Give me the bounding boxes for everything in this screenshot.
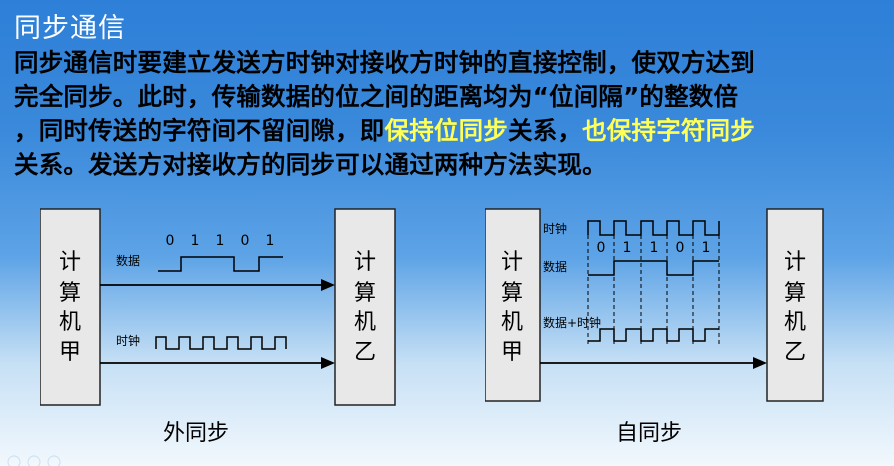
slide-title: 同步通信 [14, 13, 126, 44]
bit-0: 0 [597, 240, 606, 256]
nav-prev-icon[interactable] [7, 455, 21, 466]
paragraph-line-2: 完全同步。此时，传输数据的位之间的距离均为“位间隔”的整数倍 [14, 82, 739, 111]
receiver-char-2: 算 [784, 281, 806, 306]
body-paragraph: 同步通信时要建立发送方时钟对接收方时钟的直接控制，使双方达到 完全同步。此时，传… [14, 46, 890, 182]
self-sync-diagram: 计 算 机 甲 计 算 机 乙 时钟 0 1 1 0 1 数据 数据+时钟 [485, 208, 824, 402]
clock-arrow-head [321, 357, 335, 369]
clock-label: 时钟 [543, 221, 567, 236]
receiver-char-4: 乙 [784, 340, 806, 365]
receiver-char-4: 乙 [354, 340, 376, 365]
data-waveform [588, 260, 719, 276]
bit-dividers [587, 235, 720, 345]
bit-1: 1 [191, 233, 200, 249]
paragraph-line-3-b: 关系， [508, 116, 583, 145]
data-arrow-head [321, 279, 335, 291]
data-waveform [158, 256, 283, 272]
paragraph-line-3: ，同时传送的字符间不留间隙，即保持位同步关系，也保持字符同步 [14, 114, 890, 148]
highlight-bit-sync: 保持位同步 [384, 116, 508, 145]
bit-2: 1 [216, 233, 225, 249]
sender-box [485, 208, 541, 402]
sender-char-4: 甲 [59, 340, 81, 365]
signal-arrow-head [753, 357, 767, 369]
combined-label: 数据+时钟 [543, 315, 601, 330]
receiver-box [334, 208, 396, 406]
receiver-char-1: 计 [354, 250, 376, 275]
data-label: 数据 [543, 259, 567, 274]
clock-waveform [155, 336, 287, 350]
clock-label: 时钟 [116, 333, 140, 348]
receiver-box [766, 208, 824, 402]
sender-char-1: 计 [501, 250, 523, 275]
sender-char-1: 计 [59, 250, 81, 275]
external-sync-diagram: 计 算 机 甲 计 算 机 乙 0 1 1 0 1 数据 时钟 [40, 208, 396, 406]
paragraph-line-1: 同步通信时要建立发送方时钟对接收方时钟的直接控制，使双方达到 [14, 48, 755, 77]
bit-3: 0 [676, 240, 685, 256]
receiver-char-3: 机 [354, 310, 376, 335]
data-label: 数据 [116, 253, 140, 268]
highlight-char-sync: 也保持字符同步 [582, 116, 756, 145]
bit-4: 1 [266, 233, 275, 249]
external-sync-caption: 外同步 [163, 421, 230, 446]
paragraph-line-3-a: ，同时传送的字符间不留间隙，即 [14, 116, 385, 145]
bit-3: 0 [241, 233, 250, 249]
sender-char-2: 算 [59, 281, 81, 306]
sender-char-3: 机 [59, 310, 81, 335]
bit-1: 1 [623, 240, 632, 256]
clock-waveform [587, 220, 720, 236]
bit-2: 1 [650, 240, 659, 256]
paragraph-line-4: 关系。发送方对接收方的同步可以通过两种方法实现。 [14, 150, 607, 179]
receiver-char-2: 算 [354, 281, 376, 306]
nav-next-icon[interactable] [47, 455, 61, 466]
combined-waveform [588, 328, 719, 342]
self-sync-caption: 自同步 [616, 421, 683, 446]
slide-nav-icons[interactable] [0, 448, 90, 466]
sender-char-2: 算 [501, 281, 523, 306]
nav-menu-icon[interactable] [27, 455, 41, 466]
sender-char-3: 机 [501, 310, 523, 335]
bit-0: 0 [166, 233, 175, 249]
receiver-char-1: 计 [784, 250, 806, 275]
receiver-char-3: 机 [784, 310, 806, 335]
sender-box [40, 208, 101, 406]
sender-char-4: 甲 [501, 340, 523, 365]
bit-4: 1 [702, 240, 711, 256]
